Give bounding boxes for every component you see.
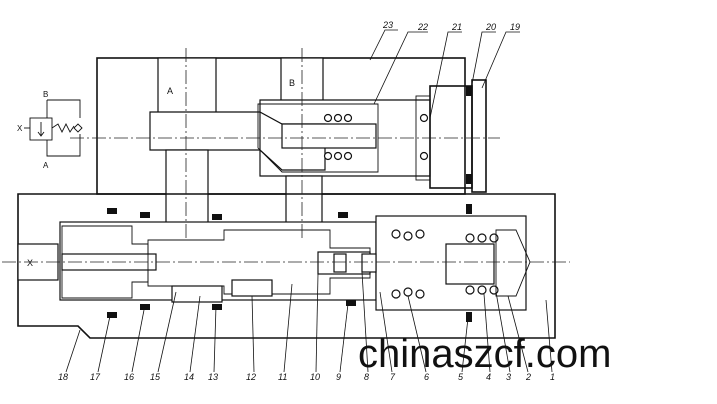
hydraulic-symbol: X B A <box>17 90 83 170</box>
o-ring-seals <box>107 86 472 322</box>
port-a-label: A <box>167 86 173 96</box>
large-spring <box>391 229 425 299</box>
part-number-1: 1 <box>550 372 555 382</box>
upper-housing <box>96 57 466 225</box>
part-number-3: 3 <box>506 372 511 382</box>
part-number-15: 15 <box>150 372 161 382</box>
symbol-x-label: X <box>17 124 23 133</box>
part-number-20: 20 <box>485 22 496 32</box>
port-x-label: X <box>27 258 33 268</box>
symbol-b-label: B <box>43 90 48 99</box>
part-number-22: 22 <box>417 22 428 32</box>
port-b-label: B <box>289 78 295 88</box>
symbol-a-label: A <box>43 161 49 170</box>
part-number-2: 2 <box>525 372 531 382</box>
poppet-spring <box>323 113 429 161</box>
part-number-14: 14 <box>184 372 194 382</box>
center-lines <box>2 48 570 263</box>
part-number-18: 18 <box>58 372 68 382</box>
part-number-5: 5 <box>458 372 464 382</box>
part-number-6: 6 <box>424 372 429 382</box>
part-number-19: 19 <box>510 22 520 32</box>
part-number-10: 10 <box>310 372 320 382</box>
part-number-7: 7 <box>390 372 396 382</box>
part-number-23: 23 <box>382 20 393 30</box>
bottom-leaders <box>65 271 553 373</box>
part-number-4: 4 <box>486 372 491 382</box>
part-number-12: 12 <box>246 372 256 382</box>
part-number-11: 11 <box>278 372 287 382</box>
part-number-8: 8 <box>364 372 369 382</box>
part-number-13: 13 <box>208 372 218 382</box>
part-number-17: 17 <box>90 372 101 382</box>
adjusting-plug <box>445 229 531 297</box>
part-number-9: 9 <box>336 372 341 382</box>
pilot-check <box>333 253 377 273</box>
part-number-16: 16 <box>124 372 134 382</box>
top-leaders <box>369 29 520 119</box>
part-number-21: 21 <box>451 22 462 32</box>
watermark-text: chinaszcf.com <box>358 332 612 376</box>
